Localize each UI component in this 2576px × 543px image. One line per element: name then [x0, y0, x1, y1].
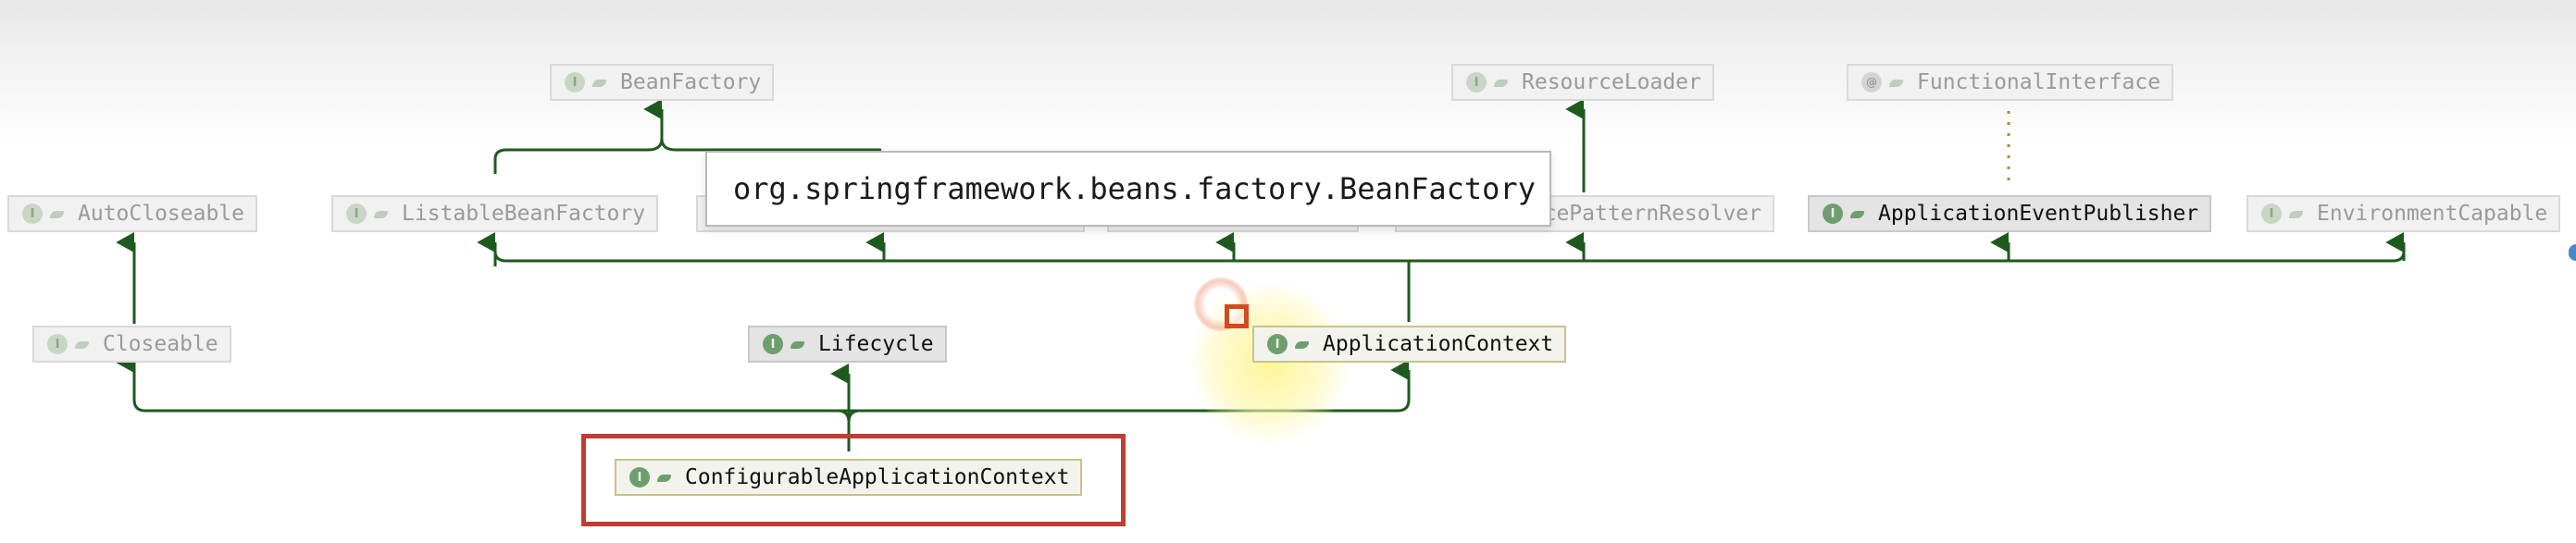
- edge-listable-to-beanfactory: [493, 99, 664, 174]
- node-closeable[interactable]: I Closeable: [32, 326, 231, 363]
- selection-rectangle: [581, 434, 1126, 526]
- node-applicationeventpublisher[interactable]: I ApplicationEventPublisher: [1808, 195, 2212, 232]
- node-label: Closeable: [103, 332, 218, 356]
- node-configurableapplicationcontext[interactable]: I ConfigurableApplicationContext: [615, 459, 1083, 496]
- interface-icon: I: [1267, 334, 1288, 354]
- node-label: ListableBeanFactory: [402, 202, 646, 226]
- leaf-icon: [1850, 209, 1867, 219]
- interface-icon: I: [2261, 204, 2282, 224]
- interface-icon: I: [629, 467, 650, 487]
- node-functionalinterface[interactable]: @ FunctionalInterface: [1847, 64, 2174, 101]
- node-label: ApplicationEventPublisher: [1878, 202, 2199, 226]
- node-label: EnvironmentCapable: [2317, 202, 2548, 226]
- leaf-icon: [1295, 339, 1312, 350]
- fqcn-tooltip: org.springframework.beans.factory.BeanFa…: [705, 151, 1551, 227]
- leaf-icon: [75, 339, 92, 350]
- node-label: ApplicationContext: [1323, 332, 1554, 356]
- click-highlight: [1191, 285, 1349, 442]
- leaf-icon: [790, 339, 807, 350]
- node-label: FunctionalInterface: [1917, 70, 2161, 94]
- cursor-marker-icon: [1225, 304, 1249, 328]
- leaf-icon: [50, 209, 67, 219]
- interface-icon: I: [565, 72, 585, 93]
- node-resourceloader[interactable]: I ResourceLoader: [1451, 64, 1714, 101]
- interface-icon: I: [47, 334, 68, 354]
- node-beanfactory[interactable]: I BeanFactory: [550, 64, 775, 101]
- scroll-edge-indicator[interactable]: [2569, 244, 2576, 261]
- leaf-icon: [374, 209, 391, 219]
- edge-branch-to-beanfactory: [660, 138, 881, 152]
- interface-icon: I: [1466, 72, 1487, 93]
- node-listablebeanfactory[interactable]: I ListableBeanFactory: [331, 195, 659, 232]
- interface-icon: I: [346, 204, 367, 224]
- node-label: Lifecycle: [818, 332, 934, 356]
- leaf-icon: [592, 78, 609, 88]
- edge-applicationcontext-to-parents: [493, 250, 2406, 266]
- interface-icon: I: [763, 334, 783, 354]
- interface-icon: I: [1823, 204, 1843, 224]
- node-autocloseable[interactable]: I AutoCloseable: [7, 195, 258, 232]
- annotation-icon: @: [1861, 72, 1882, 93]
- node-applicationcontext[interactable]: I ApplicationContext: [1252, 326, 1567, 363]
- leaf-icon: [657, 473, 674, 483]
- node-label: BeanFactory: [620, 70, 762, 94]
- node-lifecycle[interactable]: I Lifecycle: [748, 326, 947, 363]
- node-label: cePatternResolver: [1543, 202, 1761, 226]
- leaf-icon: [2289, 209, 2306, 219]
- node-label: ConfigurableApplicationContext: [685, 465, 1070, 489]
- node-environmentcapable[interactable]: I EnvironmentCapable: [2246, 195, 2561, 232]
- edge-configurable-to-parents: [132, 363, 1411, 413]
- leaf-icon: [1889, 78, 1906, 88]
- edge-configurable-to-lifecycle: [838, 374, 860, 451]
- leaf-icon: [1494, 78, 1511, 88]
- node-label: AutoCloseable: [78, 202, 245, 226]
- interface-icon: I: [22, 204, 43, 224]
- node-label: ResourceLoader: [1522, 70, 1701, 94]
